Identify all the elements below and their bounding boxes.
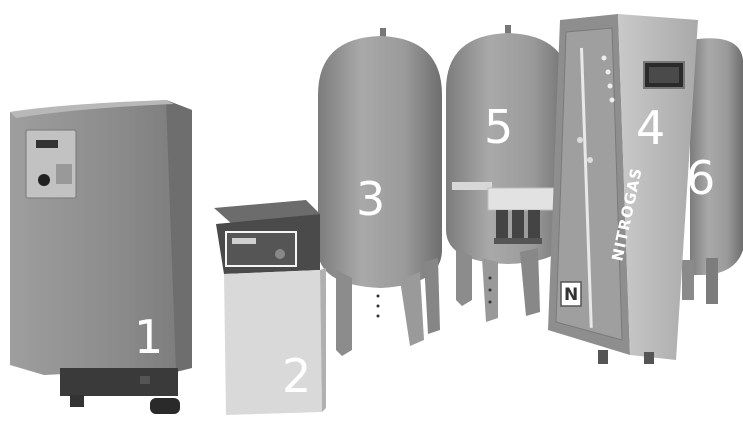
compressor-cabinet-1	[10, 100, 192, 414]
unit-label-3: 3	[356, 172, 385, 226]
nitrogen-generator-4: N NITROGAS	[548, 14, 698, 364]
unit-label-6: 6	[686, 151, 715, 205]
unit-label-1: 1	[134, 310, 163, 364]
unit-label-4: 4	[636, 101, 665, 155]
unit-label-5: 5	[484, 100, 513, 154]
unit-label-2: 2	[282, 349, 311, 403]
nitrogas-logo-mark: N	[564, 285, 578, 305]
